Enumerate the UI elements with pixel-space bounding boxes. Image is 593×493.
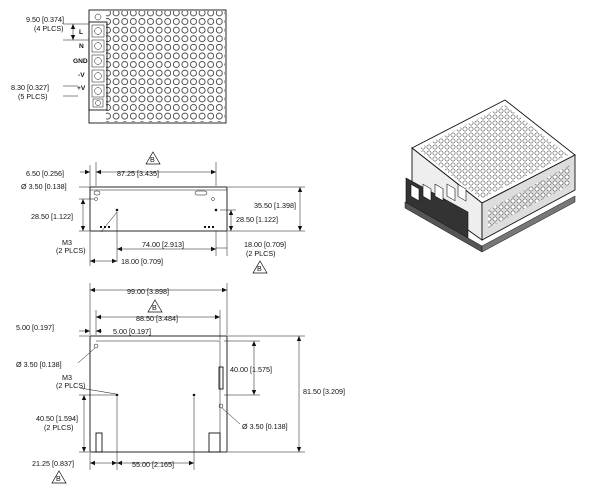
datum-triangle-icon bbox=[145, 151, 161, 165]
terminal-label-neg-v: -V bbox=[78, 72, 85, 79]
side-thread-left bbox=[115, 208, 119, 212]
side-view: 6.50 [0.256] 87.25 [3.435] B Ø 3.50 [0.1… bbox=[21, 151, 305, 274]
diameter-symbol: Ø bbox=[242, 422, 248, 431]
side-hole-right bbox=[211, 197, 215, 201]
side-slot-right bbox=[194, 190, 208, 196]
terminal-screws bbox=[91, 13, 105, 108]
datum-triangle-icon bbox=[51, 470, 67, 484]
thread-callout: M3 bbox=[62, 238, 72, 247]
side-hole-left bbox=[94, 197, 98, 201]
diameter-symbol: Ø bbox=[21, 182, 27, 191]
dim-left-offset: 6.50 [0.256] bbox=[26, 169, 64, 178]
dim-hole-spacing: 74.00 [2.913] bbox=[142, 240, 184, 249]
thread-qty-bottom: (2 PLCS) bbox=[56, 381, 86, 390]
datum-letter: B bbox=[152, 303, 157, 312]
dim-hole-length: 87.25 [3.435] bbox=[117, 169, 159, 178]
thread-callout-bottom: M3 bbox=[62, 373, 72, 382]
bottom-thread-left bbox=[115, 393, 119, 397]
terminal-leaders bbox=[63, 23, 89, 97]
dim-bottom-spacing: 55.00 [2.165] bbox=[132, 460, 174, 469]
side-thread-right bbox=[214, 208, 218, 212]
terminal-block bbox=[88, 21, 108, 111]
dim-inner-height: 40.00 [1.575] bbox=[230, 365, 272, 374]
bottom-hole-right bbox=[218, 403, 224, 409]
side-slot-left bbox=[93, 190, 101, 196]
terminal-label-n: N bbox=[79, 43, 84, 50]
dim-inner-offset: 5.00 [0.197] bbox=[113, 327, 151, 336]
dim-left-edge: 5.00 [0.197] bbox=[16, 323, 54, 332]
terminal-label-l: L bbox=[79, 29, 83, 36]
bottom-view-body bbox=[89, 335, 228, 453]
thread-qty: (2 PLCS) bbox=[56, 246, 86, 255]
datum-letter: B bbox=[257, 264, 262, 273]
dim-height-left: 28.50 [1.122] bbox=[31, 212, 73, 221]
dim-terminal-pitch-qty: (4 PLCS) bbox=[34, 24, 64, 33]
datum-letter: B bbox=[56, 474, 61, 483]
datum-triangle-icon bbox=[147, 299, 163, 313]
diameter-symbol: Ø bbox=[16, 360, 22, 369]
datum-marker-bottom-left: B bbox=[51, 470, 67, 484]
dim-terminal-offset-qty: (5 PLCS) bbox=[18, 92, 48, 101]
dim-left-base: 18.00 [0.709] bbox=[121, 257, 163, 266]
top-view-vent-panel bbox=[106, 11, 225, 122]
bottom-view: 99.00 [3.898] B 88.50 [3.484] 5.00 [0.19… bbox=[16, 283, 345, 484]
iso-top-vents bbox=[418, 105, 568, 199]
bottom-foot-left bbox=[95, 432, 103, 453]
bottom-tab-right bbox=[218, 366, 224, 390]
dim-overall-height: 35.50 [1.398] bbox=[254, 201, 296, 210]
dim-lower-height-qty: (2 PLCS) bbox=[44, 423, 74, 432]
dim-overall-width: 99.00 [3.898] bbox=[127, 287, 169, 296]
dim-hole-dia: Ø 3.50 [0.138] bbox=[21, 182, 67, 191]
dim-hole-dia-left: Ø 3.50 [0.138] bbox=[16, 360, 62, 369]
dim-hole-span: 88.50 [3.484] bbox=[136, 314, 178, 323]
dim-lower-height: 40.50 [1.594] bbox=[36, 414, 78, 423]
dim-right-offset: 18.00 [0.709] bbox=[244, 240, 286, 249]
bottom-hole-left bbox=[93, 343, 99, 349]
terminal-label-gnd: GND bbox=[73, 58, 88, 65]
dim-hole-dia-value: 3.50 [0.138] bbox=[29, 182, 67, 191]
dim-overall-height-bottom: 81.50 [3.209] bbox=[303, 387, 345, 396]
dim-bottom-offset: 21.25 [0.837] bbox=[32, 459, 74, 468]
datum-marker-side-top: B bbox=[145, 151, 161, 165]
dim-height-right: 28.50 [1.122] bbox=[236, 215, 278, 224]
side-dimension-lines bbox=[79, 162, 305, 266]
datum-triangle-icon bbox=[252, 260, 268, 274]
bottom-foot-right bbox=[208, 432, 221, 453]
dim-hole-dia-right-value: 3.50 [0.138] bbox=[250, 422, 288, 431]
datum-marker-side-right: B bbox=[252, 260, 268, 274]
dim-hole-dia-left-value: 3.50 [0.138] bbox=[24, 360, 62, 369]
dim-right-offset-qty: (2 PLCS) bbox=[246, 249, 276, 258]
datum-letter: B bbox=[150, 155, 155, 164]
dim-terminal-pitch: 9.50 [0.374] bbox=[26, 15, 64, 24]
bottom-thread-right bbox=[192, 393, 196, 397]
isometric-view bbox=[404, 99, 576, 253]
dim-hole-dia-right: Ø 3.50 [0.138] bbox=[242, 422, 288, 431]
terminal-label-pos-v: +V bbox=[77, 85, 86, 92]
dim-terminal-offset: 8.30 [0.327] bbox=[11, 83, 49, 92]
datum-marker-bottom-top: B bbox=[147, 299, 163, 313]
iso-right-vents bbox=[488, 165, 570, 228]
side-view-body bbox=[89, 186, 228, 232]
iso-terminal-block bbox=[404, 177, 576, 253]
top-view: L N GND -V +V 9.50 [0.374] (4 PLCS) 8.30… bbox=[11, 9, 227, 124]
bottom-dimension-lines bbox=[77, 283, 305, 470]
